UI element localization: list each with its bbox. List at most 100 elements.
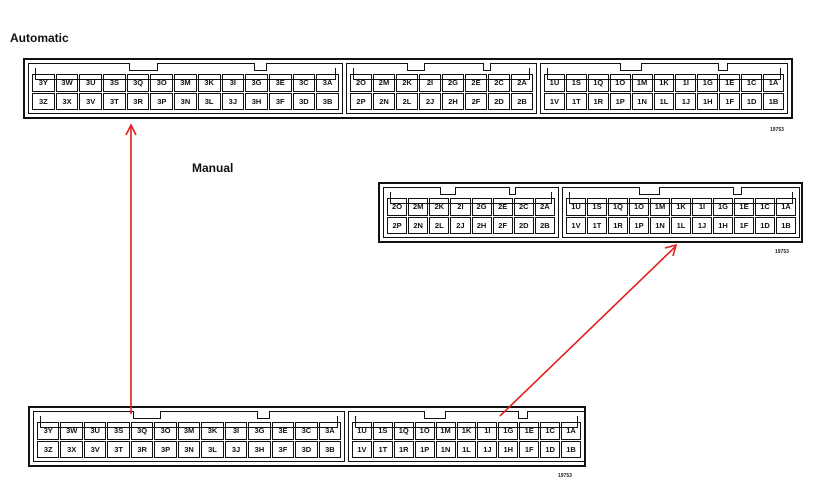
pin-cell: 2E <box>465 74 487 92</box>
pin-cell: 1O <box>629 198 649 216</box>
pin-cell: 1V <box>544 92 565 110</box>
pin-cell: 1J <box>675 92 697 110</box>
pin-cell: 3Y <box>37 422 60 440</box>
pin-cell: 1B <box>763 92 784 110</box>
pin-cell: 3D <box>292 92 316 110</box>
pin-cell: 1E <box>719 74 741 92</box>
pin-cell: 3Z <box>37 440 60 458</box>
pin-cell: 1H <box>713 216 733 234</box>
pin-cell: 1A <box>763 74 784 92</box>
pin-cell: 1F <box>734 216 754 234</box>
pin-cell: 2K <box>429 198 450 216</box>
pin-cell: 1N <box>435 440 456 458</box>
pin-cell: 3L <box>197 92 221 110</box>
pin-cell: 1R <box>608 216 628 234</box>
key-notch <box>518 411 528 419</box>
key-notch <box>257 411 270 419</box>
pin-cell: 1Q <box>393 422 414 440</box>
pin-cell: 1U <box>352 422 372 440</box>
pin-cell: 1O <box>414 422 435 440</box>
pin-cell: 3E <box>268 74 292 92</box>
pin-cell: 1K <box>671 198 691 216</box>
pin-cell: 3Q <box>126 74 150 92</box>
key-notch <box>129 63 158 71</box>
pin-cell: 2F <box>492 216 513 234</box>
pin-cell: 3V <box>83 440 107 458</box>
pin-cell: 1H <box>498 440 519 458</box>
pin-cell: 2L <box>429 216 450 234</box>
pin-cell: 3U <box>79 74 103 92</box>
pin-cell: 1L <box>456 440 477 458</box>
pin-cell: 3T <box>107 440 130 458</box>
figure-code: 19753 <box>775 249 789 255</box>
pin-cell: 1K <box>653 74 675 92</box>
pin-cell: 1G <box>713 198 733 216</box>
pin-cell: 1B <box>776 216 796 234</box>
pin-cell: 2F <box>465 92 487 110</box>
pin-cell: 3F <box>271 440 295 458</box>
pin-cell: 1N <box>650 216 670 234</box>
pin-cell: 2B <box>534 216 555 234</box>
pin-cell: 3P <box>154 440 177 458</box>
figure-code: 19753 <box>558 473 572 479</box>
pin-cell: 3C <box>295 422 318 440</box>
pin-cell: 2O <box>387 198 408 216</box>
pin-cell: 3Y <box>32 74 55 92</box>
pin-cell: 1P <box>609 92 631 110</box>
pin-cell: 2C <box>513 198 534 216</box>
pin-cell: 1S <box>565 74 587 92</box>
pin-cell: 1I <box>675 74 697 92</box>
pin-cell: 1S <box>587 198 607 216</box>
pin-cell: 3A <box>316 74 339 92</box>
pin-cell: 2B <box>511 92 533 110</box>
pin-cell: 1F <box>519 440 540 458</box>
pin-cell: 1C <box>755 198 775 216</box>
pin-cell: 3Q <box>130 422 154 440</box>
pin-cell: 1H <box>697 92 719 110</box>
manual-label: Manual <box>192 161 234 175</box>
pin-cell: 1E <box>519 422 540 440</box>
pin-cell: 3K <box>197 74 221 92</box>
pin-cell: 1M <box>650 198 670 216</box>
pin-cell: 1T <box>587 216 607 234</box>
pin-cell: 3L <box>201 440 224 458</box>
pin-cell: 2H <box>471 216 492 234</box>
pin-cell: 3D <box>295 440 318 458</box>
pin-cell: 3S <box>103 74 126 92</box>
pin-cell: 3O <box>154 422 177 440</box>
pin-cell: 3W <box>55 74 79 92</box>
pin-cell: 2G <box>442 74 464 92</box>
pin-cell: 1D <box>755 216 775 234</box>
pin-cell: 2I <box>419 74 441 92</box>
pin-cell: 3K <box>201 422 224 440</box>
pin-cell: 1L <box>671 216 691 234</box>
pin-cell: 1B <box>561 440 581 458</box>
pin-cell: 3R <box>130 440 154 458</box>
arrow-manual-to-auto-1 <box>499 245 677 417</box>
pin-cell: 2P <box>387 216 408 234</box>
pin-cell: 1Q <box>608 198 628 216</box>
pin-cell: 3J <box>224 440 248 458</box>
pin-cell: 3Z <box>32 92 55 110</box>
pin-cell: 1J <box>477 440 498 458</box>
automatic-label: Automatic <box>10 31 69 45</box>
pin-cell: 2J <box>419 92 441 110</box>
pin-cell: 3G <box>245 74 268 92</box>
key-notch <box>407 63 425 71</box>
pin-cell: 3H <box>248 440 271 458</box>
